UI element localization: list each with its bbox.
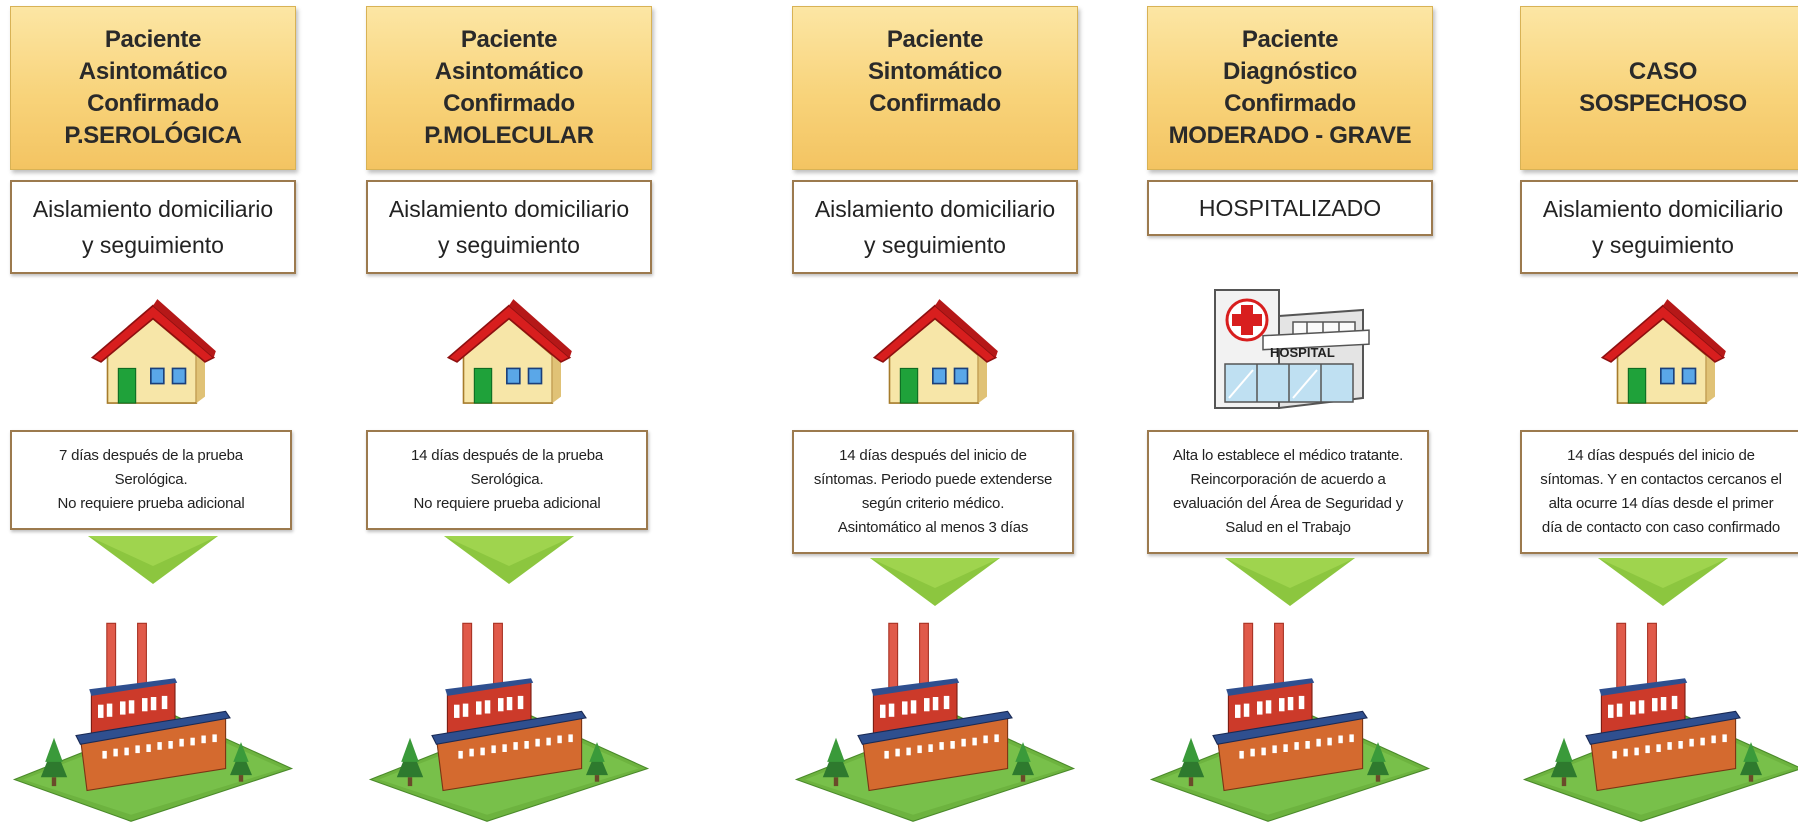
header-line: Confirmado	[87, 90, 219, 117]
action-line: y seguimiento	[438, 232, 580, 258]
house-icon	[91, 298, 217, 404]
factory-icon	[13, 622, 293, 822]
house-icon	[873, 298, 999, 404]
criteria-line: No requiere prueba adicional	[413, 495, 601, 512]
criteria-line: 14 días después del inicio de	[839, 447, 1027, 464]
criteria-line: según criterio médico.	[861, 495, 1005, 512]
hospital-icon: HOSPITAL	[1214, 289, 1370, 410]
header-line: Confirmado	[443, 90, 575, 117]
criteria-box: Alta lo establece el médico tratante. Re…	[1147, 430, 1429, 554]
header-line: Paciente	[104, 26, 202, 53]
column-molecular: Paciente Asintomático Confirmado P.MOLEC…	[362, 0, 656, 826]
criteria-line: síntomas. Periodo puede extenderse	[813, 471, 1053, 488]
action-box: Aislamiento domiciliario y seguimiento	[10, 180, 296, 274]
action-box: Aislamiento domiciliario y seguimiento	[366, 180, 652, 274]
column-serologica: Paciente Asintomático Confirmado P.SEROL…	[6, 0, 300, 826]
action-box: HOSPITALIZADO	[1147, 180, 1433, 236]
factory-icon	[795, 622, 1075, 822]
header-line: Confirmado	[869, 90, 1001, 117]
header-line: SOSPECHOSO	[1579, 90, 1747, 117]
header-box: Paciente Asintomático Confirmado P.MOLEC…	[366, 6, 652, 170]
header-line: Diagnóstico	[1222, 58, 1358, 85]
criteria-line: Asintomático al menos 3 días	[837, 519, 1029, 536]
header-line: CASO	[1628, 58, 1698, 85]
criteria-line: alta ocurre 14 días desde el primer	[1548, 495, 1774, 512]
criteria-line: 14 días después del inicio de	[1567, 447, 1755, 464]
action-line: y seguimiento	[1592, 232, 1734, 258]
factory-icon	[1523, 622, 1798, 822]
header-line	[932, 120, 938, 152]
header-box: CASO SOSPECHOSO	[1520, 6, 1798, 170]
action-box: Aislamiento domiciliario y seguimiento	[792, 180, 1078, 274]
header-line: Asintomático	[78, 58, 228, 85]
column-sintomatico: Paciente Sintomático Confirmado Aislamie…	[788, 0, 1082, 826]
criteria-box: 14 días después de la prueba Serológica.…	[366, 430, 648, 530]
criteria-line: evaluación del Área de Seguridad y	[1172, 495, 1404, 512]
down-arrow-icon	[88, 536, 218, 586]
action-line: Aislamiento domiciliario	[1542, 196, 1784, 222]
action-line: Aislamiento domiciliario	[388, 196, 630, 222]
header-line: Paciente	[460, 26, 558, 53]
action-line: Aislamiento domiciliario	[32, 196, 274, 222]
criteria-line: Salud en el Trabajo	[1225, 519, 1351, 536]
criteria-box: 7 días después de la prueba Serológica. …	[10, 430, 292, 530]
factory-icon	[369, 622, 649, 822]
action-box: Aislamiento domiciliario y seguimiento	[1520, 180, 1798, 274]
house-icon	[1601, 298, 1727, 404]
header-line: Paciente	[1241, 26, 1339, 53]
criteria-line: 7 días después de la prueba	[59, 447, 243, 464]
criteria-line: Reincorporación de acuerdo a	[1190, 471, 1386, 488]
factory-icon	[1150, 622, 1430, 822]
house-icon	[447, 298, 573, 404]
criteria-line: Serológica.	[470, 471, 544, 488]
criteria-line: día de contacto con caso confirmado	[1541, 519, 1781, 536]
action-line: y seguimiento	[864, 232, 1006, 258]
header-line: P.SEROLÓGICA	[64, 122, 242, 149]
criteria-line: Alta lo establece el médico tratante.	[1172, 447, 1404, 464]
action-line: Aislamiento domiciliario	[814, 196, 1056, 222]
header-line: P.MOLECULAR	[424, 122, 594, 149]
header-line: Paciente	[886, 26, 984, 53]
header-box: Paciente Diagnóstico Confirmado MODERADO…	[1147, 6, 1433, 170]
header-box: Paciente Asintomático Confirmado P.SEROL…	[10, 6, 296, 170]
criteria-box: 14 días después del inicio de síntomas. …	[1520, 430, 1798, 554]
criteria-line: No requiere prueba adicional	[57, 495, 245, 512]
column-caso-sospechoso: CASO SOSPECHOSO Aislamiento domiciliario…	[1516, 0, 1798, 826]
down-arrow-icon	[444, 536, 574, 586]
criteria-box: 14 días después del inicio de síntomas. …	[792, 430, 1074, 554]
criteria-line: 14 días después de la prueba	[410, 447, 604, 464]
header-line: MODERADO - GRAVE	[1168, 122, 1412, 149]
header-box: Paciente Sintomático Confirmado	[792, 6, 1078, 170]
header-line: Sintomático	[867, 58, 1003, 85]
action-line: HOSPITALIZADO	[1198, 195, 1382, 221]
column-hospitalizado: Paciente Diagnóstico Confirmado MODERADO…	[1143, 0, 1437, 826]
header-line: Asintomático	[434, 58, 584, 85]
action-line: y seguimiento	[82, 232, 224, 258]
hospital-sign-text: HOSPITAL	[1270, 345, 1335, 360]
criteria-line: síntomas. Y en contactos cercanos el	[1540, 471, 1782, 488]
header-line: Confirmado	[1224, 90, 1356, 117]
criteria-line: Serológica.	[114, 471, 188, 488]
